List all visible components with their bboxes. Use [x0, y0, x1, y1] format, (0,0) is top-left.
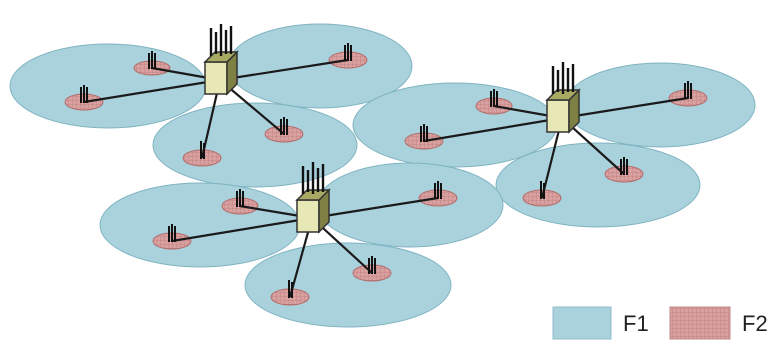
link: [219, 58, 349, 82]
terminal-antenna-icon: [344, 43, 352, 61]
terminal-antenna-icon: [420, 124, 428, 142]
link: [171, 216, 313, 243]
base-station-icon: [295, 188, 331, 234]
legend-swatch-f2: [669, 306, 731, 340]
terminal-antenna-icon: [434, 181, 442, 199]
terminal-antenna-icon: [620, 157, 628, 175]
link: [83, 78, 221, 104]
terminal-antenna-icon: [490, 89, 498, 107]
base-station-icon: [545, 88, 581, 134]
link: [311, 196, 439, 220]
antenna-icon: [551, 62, 575, 94]
base-station-b: [545, 62, 581, 134]
base-station-icon: [203, 50, 239, 96]
f1-cell: [152, 102, 358, 188]
terminal-antenna-icon: [236, 189, 244, 207]
f1-cell: [316, 162, 504, 248]
terminal-antenna-icon: [540, 181, 545, 199]
terminal-antenna-icon: [200, 141, 205, 159]
f1-cell: [244, 242, 452, 328]
legend-label-f1: F1: [623, 311, 649, 336]
antenna-icon: [209, 24, 233, 56]
terminal-antenna-icon: [80, 85, 88, 103]
f1-cell: [564, 62, 756, 148]
base-station-c: [295, 162, 331, 234]
legend: F1 F2: [552, 306, 768, 340]
legend-label-f2: F2: [742, 311, 768, 336]
legend-swatch-f1: [552, 306, 612, 340]
terminal-antenna-icon: [148, 51, 156, 69]
terminal-antenna-icon: [168, 224, 176, 242]
terminal-antenna-icon: [684, 81, 692, 99]
terminals: [80, 43, 692, 298]
terminal-antenna-icon: [368, 256, 376, 274]
link: [561, 96, 689, 120]
terminal-antenna-icon: [280, 117, 288, 135]
base-station-a: [203, 24, 239, 96]
f1-cells: [9, 23, 756, 328]
link: [423, 116, 563, 143]
antenna-icon: [301, 162, 325, 194]
f1-cell: [495, 142, 701, 228]
terminal-antenna-icon: [288, 280, 293, 298]
